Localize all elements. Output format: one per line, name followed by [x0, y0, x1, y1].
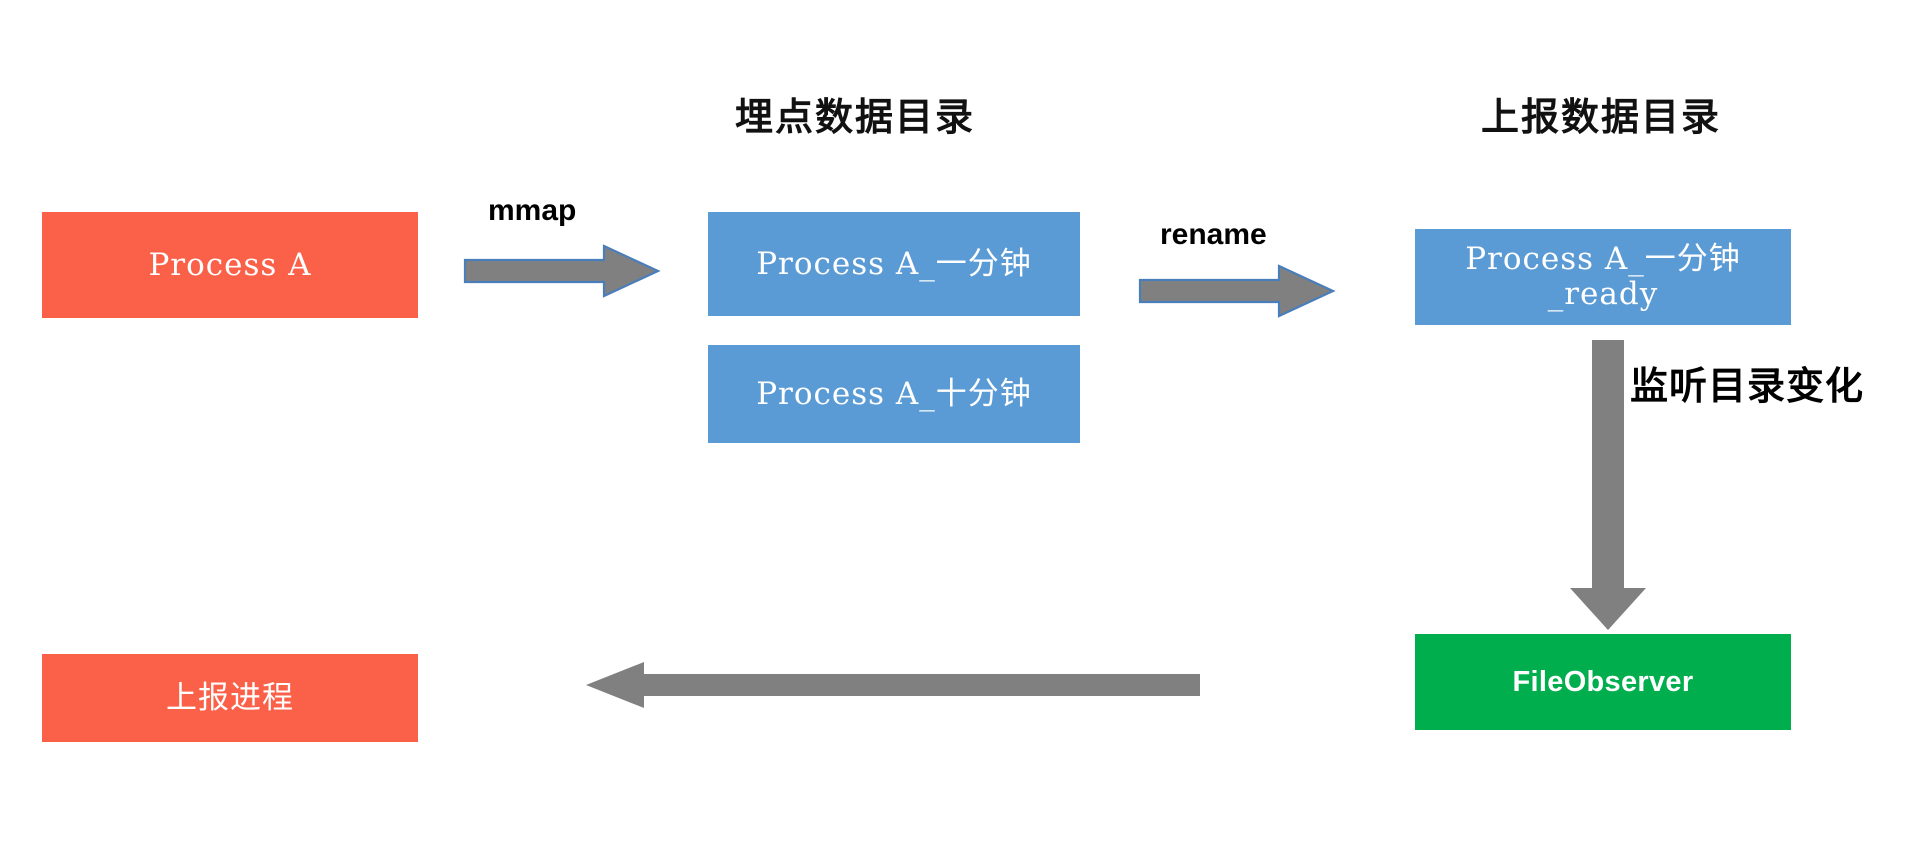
- edge-label-watch-dir: 监听目录变化: [1630, 363, 1865, 408]
- node-report-process[interactable]: 上报进程: [42, 654, 418, 742]
- edge-label-rename: rename: [1160, 218, 1267, 251]
- node-file-ready[interactable]: Process A_一分钟 _ready: [1415, 229, 1791, 325]
- arrow-mmap-right: [463, 244, 661, 298]
- node-file-one-minute[interactable]: Process A_一分钟: [708, 212, 1080, 316]
- edge-label-mmap: mmap: [488, 194, 577, 227]
- arrow-watch-down: [1568, 340, 1652, 632]
- node-file-observer[interactable]: FileObserver: [1415, 634, 1791, 730]
- section-header-report-dir: 上报数据目录: [1480, 94, 1722, 139]
- section-header-tracking-dir: 埋点数据目录: [734, 94, 976, 139]
- arrow-report-left: [586, 662, 1200, 710]
- node-file-ten-minute[interactable]: Process A_十分钟: [708, 345, 1080, 443]
- arrow-rename-right: [1138, 264, 1336, 318]
- node-process-a[interactable]: Process A: [42, 212, 418, 318]
